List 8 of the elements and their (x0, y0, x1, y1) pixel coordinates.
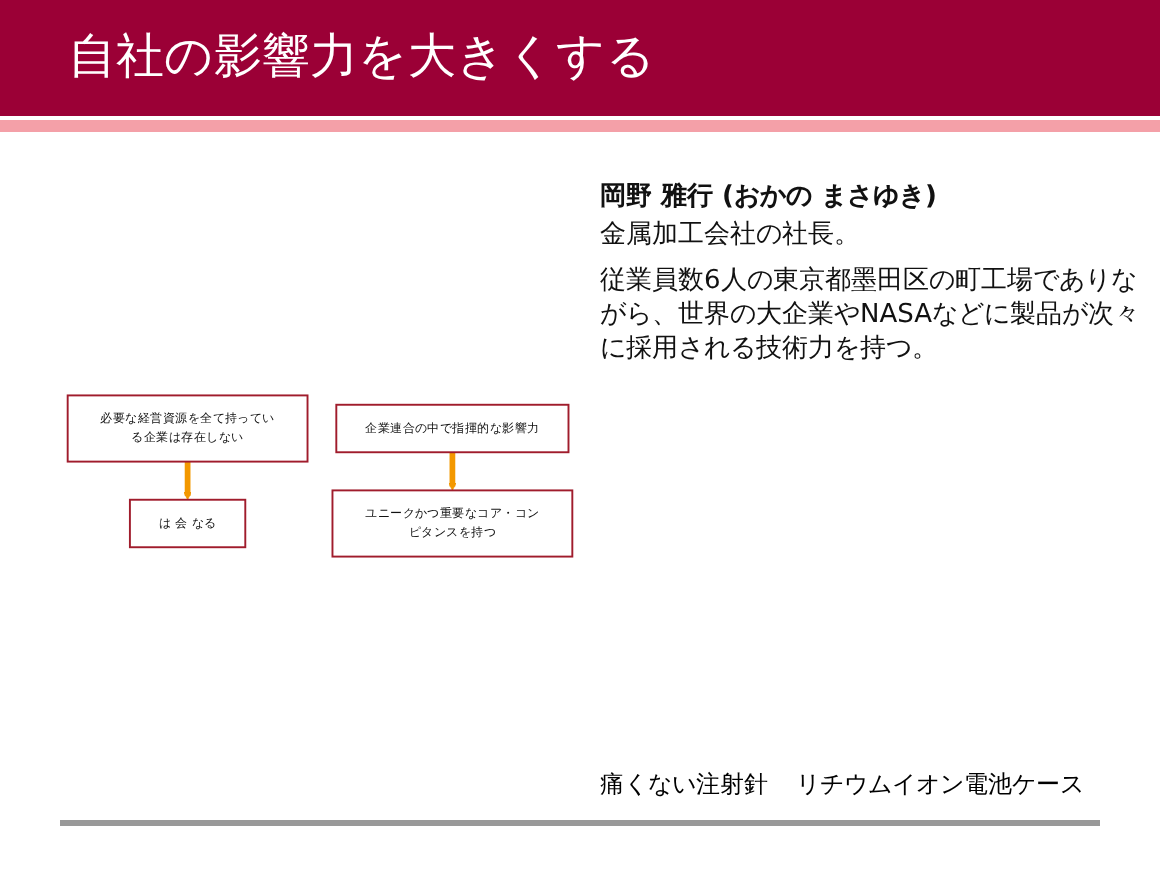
image-caption: 痛くない注射針 (600, 768, 768, 802)
image-caption: リチウムイオン電池ケース (796, 768, 1084, 802)
paragraph: 従業員数6人の東京都墨田区の町工場でありながら、世界の大企業やNASAなどに製品が次々に採用される技術力を持つ。 (600, 264, 1140, 366)
arrow (448, 452, 457, 491)
name-heading: 岡野 雅行 (おかの まさゆき) (600, 180, 939, 214)
arrow (183, 461, 192, 501)
text-line: 金属加工会社の社長。 (600, 218, 862, 252)
slide-title: 自社の影響力を大きくする (68, 26, 656, 88)
